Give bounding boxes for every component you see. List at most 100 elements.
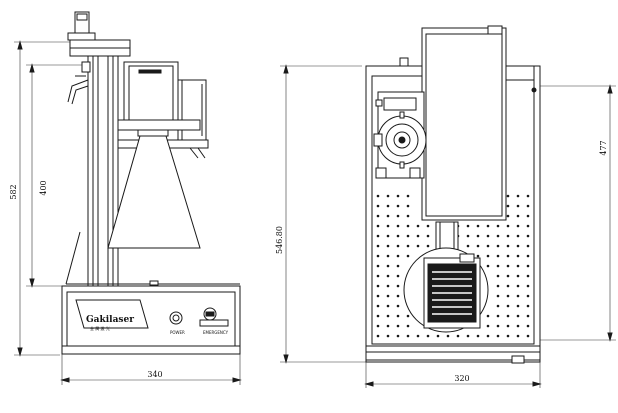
plate-hole bbox=[496, 264, 500, 268]
plate-hole bbox=[476, 334, 480, 338]
front-side-lever bbox=[67, 75, 89, 105]
plate-hole bbox=[386, 194, 390, 198]
plate-hole bbox=[416, 244, 420, 248]
plate-hole bbox=[526, 254, 530, 258]
side-dim-upper-height: 477 bbox=[540, 84, 616, 342]
plate-hole bbox=[506, 254, 510, 258]
plate-hole bbox=[496, 314, 500, 318]
plate-hole bbox=[466, 334, 470, 338]
front-base-unit: Gakilaser 金 属 激 光 POWER EMERGENCY bbox=[61, 285, 241, 355]
front-laser-head bbox=[117, 61, 209, 159]
plate-hole bbox=[386, 324, 390, 328]
plate-hole bbox=[376, 284, 380, 288]
plate-hole bbox=[386, 314, 390, 318]
plate-hole bbox=[476, 244, 480, 248]
front-emergency-label: EMERGENCY bbox=[203, 330, 229, 335]
side-view: 546.80 477 320 bbox=[275, 25, 616, 388]
plate-hole bbox=[376, 224, 380, 228]
plate-hole bbox=[396, 324, 400, 328]
plate-hole bbox=[466, 244, 470, 248]
side-field-lens bbox=[403, 221, 489, 333]
front-dim-340-label: 340 bbox=[147, 370, 162, 379]
plate-hole bbox=[506, 324, 510, 328]
plate-hole bbox=[506, 224, 510, 228]
plate-hole bbox=[376, 334, 380, 338]
plate-hole bbox=[426, 234, 430, 238]
plate-hole bbox=[396, 244, 400, 248]
plate-hole bbox=[526, 204, 530, 208]
plate-hole bbox=[526, 264, 530, 268]
plate-hole bbox=[466, 234, 470, 238]
plate-hole bbox=[396, 224, 400, 228]
plate-hole bbox=[446, 334, 450, 338]
plate-hole bbox=[406, 204, 410, 208]
front-dim-column-height: 400 bbox=[26, 63, 88, 288]
front-dim-582-label: 582 bbox=[9, 184, 18, 199]
plate-hole bbox=[506, 274, 510, 278]
plate-hole bbox=[516, 324, 520, 328]
plate-hole bbox=[406, 244, 410, 248]
plate-hole bbox=[506, 314, 510, 318]
plate-hole bbox=[526, 234, 530, 238]
plate-hole bbox=[476, 234, 480, 238]
front-dim-400-label: 400 bbox=[39, 180, 48, 195]
plate-hole bbox=[496, 304, 500, 308]
plate-hole bbox=[466, 224, 470, 228]
plate-hole bbox=[506, 244, 510, 248]
plate-hole bbox=[496, 274, 500, 278]
front-laser-cone bbox=[107, 135, 201, 249]
plate-hole bbox=[496, 254, 500, 258]
plate-hole bbox=[496, 244, 500, 248]
plate-hole bbox=[416, 334, 420, 338]
plate-hole bbox=[526, 214, 530, 218]
plate-hole bbox=[396, 194, 400, 198]
plate-hole bbox=[496, 224, 500, 228]
plate-hole bbox=[376, 204, 380, 208]
plate-hole bbox=[406, 334, 410, 338]
front-brand-subtitle: 金 属 激 光 bbox=[90, 325, 110, 331]
plate-hole bbox=[376, 214, 380, 218]
plate-hole bbox=[396, 204, 400, 208]
plate-hole bbox=[526, 244, 530, 248]
plate-hole bbox=[376, 194, 380, 198]
plate-hole bbox=[516, 194, 520, 198]
plate-hole bbox=[386, 234, 390, 238]
plate-hole bbox=[426, 334, 430, 338]
plate-hole bbox=[506, 194, 510, 198]
plate-hole bbox=[426, 244, 430, 248]
front-power-label: POWER bbox=[170, 330, 185, 335]
plate-hole bbox=[396, 304, 400, 308]
plate-hole bbox=[396, 314, 400, 318]
plate-hole bbox=[386, 294, 390, 298]
front-top-cap bbox=[67, 11, 131, 57]
plate-hole bbox=[506, 284, 510, 288]
plate-hole bbox=[486, 254, 490, 258]
plate-hole bbox=[376, 324, 380, 328]
side-dim-width: 320 bbox=[364, 362, 542, 388]
plate-hole bbox=[476, 224, 480, 228]
plate-hole bbox=[426, 224, 430, 228]
plate-hole bbox=[506, 334, 510, 338]
plate-hole bbox=[516, 214, 520, 218]
plate-hole bbox=[396, 254, 400, 258]
plate-hole bbox=[526, 304, 530, 308]
front-view: 582 400 340 bbox=[9, 11, 242, 385]
plate-hole bbox=[376, 244, 380, 248]
plate-hole bbox=[506, 294, 510, 298]
plate-hole bbox=[516, 254, 520, 258]
plate-hole bbox=[386, 224, 390, 228]
plate-hole bbox=[486, 234, 490, 238]
plate-hole bbox=[506, 214, 510, 218]
plate-hole bbox=[516, 274, 520, 278]
plate-hole bbox=[526, 334, 530, 338]
plate-hole bbox=[516, 284, 520, 288]
plate-hole bbox=[486, 314, 490, 318]
plate-hole bbox=[516, 264, 520, 268]
plate-hole bbox=[386, 254, 390, 258]
plate-hole bbox=[516, 244, 520, 248]
side-dim-54680-label: 546.80 bbox=[275, 226, 284, 254]
front-column bbox=[81, 55, 119, 287]
plate-hole bbox=[486, 324, 490, 328]
plate-hole bbox=[496, 324, 500, 328]
plate-hole bbox=[476, 254, 480, 258]
